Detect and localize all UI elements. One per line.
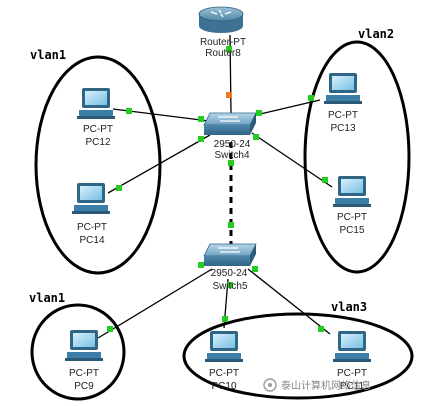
vlan-label-bottom-right: vlan3 (331, 300, 367, 314)
router-name-label: Router8 (205, 48, 241, 59)
status-dot-orange (226, 92, 232, 98)
link-switch4-pc15 (251, 132, 333, 188)
pc11-name-label: PC11 (340, 381, 365, 392)
router-type-label: Router-PT (200, 37, 246, 48)
switch5-name-label: Switch5 (212, 281, 247, 292)
vlan3-ellipse (182, 312, 414, 400)
pc14-device[interactable] (72, 183, 110, 214)
vlan-label-top-right: vlan2 (358, 27, 394, 41)
pc9-name-label: PC9 (74, 381, 94, 392)
switch4-name-label: Switch4 (214, 150, 249, 161)
vlan1-top-ellipse (34, 55, 162, 275)
pc13-name-label: PC13 (330, 123, 355, 134)
status-dot-green (318, 326, 324, 332)
vlan1-bottom-ellipse (30, 303, 126, 401)
status-dot-green (227, 282, 233, 288)
link-switch4-pc14 (107, 134, 211, 194)
pc12-device[interactable] (77, 88, 115, 119)
pc15-type-label: PC-PT (337, 212, 367, 223)
status-dot-green (198, 136, 204, 142)
status-dot-green (256, 110, 262, 116)
pc14-type-label: PC-PT (77, 222, 107, 233)
vlan-label-top-left: vlan1 (30, 48, 66, 62)
pc10-name-label: PC10 (211, 381, 236, 392)
pc10-device[interactable] (205, 331, 243, 362)
status-dot-green (308, 95, 314, 101)
pc9-device[interactable] (65, 330, 103, 361)
link-status-indicators (107, 46, 328, 332)
switch4-device[interactable] (203, 112, 257, 135)
vlan2-ellipse (303, 40, 411, 274)
status-dot-green (198, 262, 204, 268)
status-dot-green (228, 160, 234, 166)
pc9-type-label: PC-PT (69, 368, 99, 379)
watermark: 泰山计算机网络信息 (263, 378, 371, 392)
status-dot-green (228, 222, 234, 228)
watermark-icon (263, 378, 277, 392)
switch5-type-label: 2950-24 (211, 268, 248, 279)
status-dot-green (126, 108, 132, 114)
status-dot-green (252, 266, 258, 272)
pc15-name-label: PC15 (339, 225, 364, 236)
pc11-type-label: PC-PT (337, 368, 367, 379)
link-switch5-pc9 (97, 268, 213, 339)
status-dot-green (198, 116, 204, 122)
pc10-type-label: PC-PT (209, 368, 239, 379)
status-dot-green (226, 46, 232, 52)
pc11-device[interactable] (333, 331, 371, 362)
status-dot-green (253, 134, 259, 140)
vlan-label-bottom-left: vlan1 (29, 291, 65, 305)
link-switch4-pc13 (255, 99, 321, 116)
links (97, 34, 333, 339)
pc14-name-label: PC14 (79, 235, 104, 246)
status-dot-green (116, 185, 122, 191)
switch4-type-label: 2950-24 (214, 139, 251, 150)
status-dot-green (322, 177, 328, 183)
link-switch5-pc11 (247, 268, 331, 335)
switch5-device[interactable] (203, 243, 257, 266)
pc12-type-label: PC-PT (83, 124, 113, 135)
pc12-name-label: PC12 (85, 137, 110, 148)
router-device[interactable] (198, 6, 244, 33)
pc13-device[interactable] (324, 73, 362, 104)
status-dot-green (107, 326, 113, 332)
watermark-text: 泰山计算机网络信息 (281, 379, 371, 392)
status-dot-green (222, 316, 228, 322)
pc13-type-label: PC-PT (328, 110, 358, 121)
pc15-device[interactable] (333, 176, 371, 207)
